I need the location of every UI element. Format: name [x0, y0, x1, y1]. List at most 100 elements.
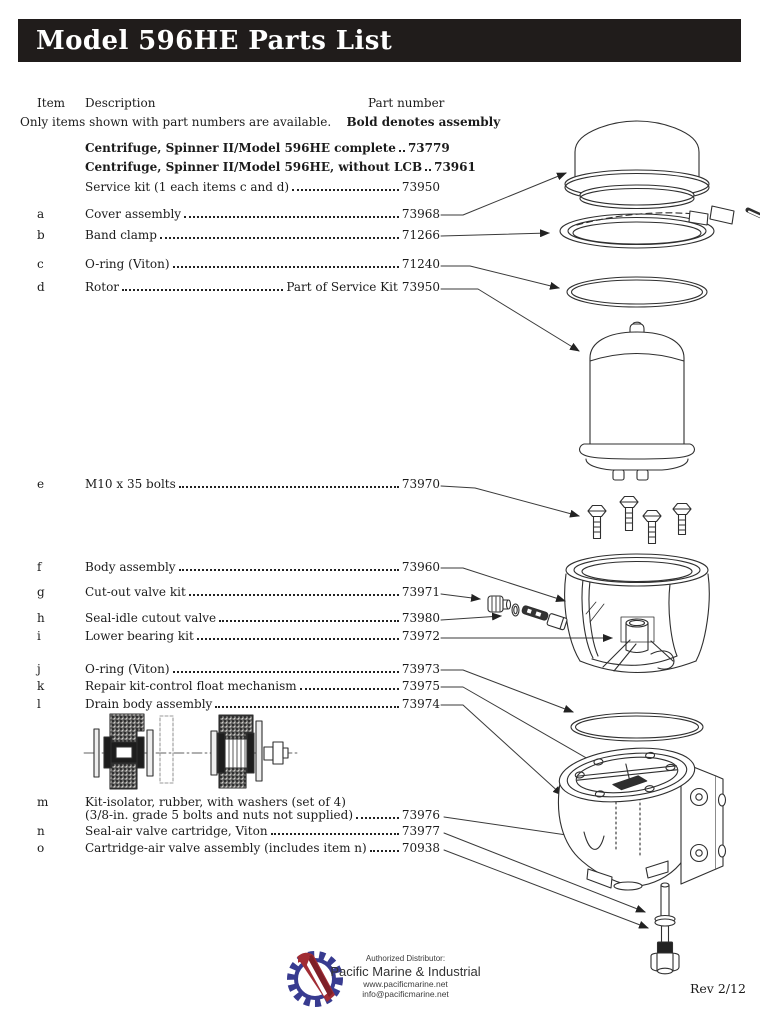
item-letter: c: [37, 257, 44, 271]
item-letter: a: [37, 207, 45, 221]
part-number-prefix: Part of Service Kit: [286, 280, 398, 294]
parts-row: o Cartridge-air valve assembly (includes…: [37, 841, 440, 855]
item-letter: l: [37, 697, 41, 711]
parts-row: c O-ring (Viton) 71240: [37, 257, 440, 271]
parts-row: l Drain body assembly 73974: [37, 697, 440, 711]
part-description: Seal-air valve cartridge, Viton: [85, 824, 268, 838]
column-header-description: Description: [85, 96, 156, 110]
dot-leader: [196, 638, 399, 640]
pacific-marine-logo: [287, 951, 343, 1007]
parts-row: n Seal-air valve cartridge, Viton 73977: [37, 824, 440, 838]
dot-leader: [425, 169, 432, 171]
part-description: Service kit (1 each items c and d): [85, 180, 290, 194]
part-number: 73970: [401, 477, 440, 491]
part-number: 73779: [407, 141, 450, 155]
item-letter: g: [37, 585, 45, 599]
item-letter: n: [37, 824, 45, 838]
parts-row: Centrifuge, Spinner II/Model 596HE, with…: [37, 160, 476, 174]
column-header-part-number: Part number: [368, 96, 445, 110]
part-description: O-ring (Viton): [85, 257, 170, 271]
dot-leader: [369, 850, 399, 852]
dot-leader: [215, 706, 399, 708]
item-letter: f: [37, 560, 42, 574]
isolator-kit-drawing: [83, 713, 299, 790]
item-letter: b: [37, 228, 45, 242]
note-regular: Only items shown with part numbers are a…: [20, 115, 332, 129]
dot-leader: [188, 594, 399, 596]
distributor-email: info@pacificmarine.net: [362, 989, 449, 999]
parts-row: f Body assembly 73960: [37, 560, 440, 574]
part-number: 73975: [401, 679, 440, 693]
item-letter: k: [37, 679, 45, 693]
part-number: 73972: [401, 629, 440, 643]
parts-row: Service kit (1 each items c and d) 73950: [37, 180, 440, 194]
part-number: 73976: [401, 808, 440, 822]
o-ring-drawing: [566, 276, 708, 308]
part-description: Cut-out valve kit: [85, 585, 186, 599]
parts-row: i Lower bearing kit 73972: [37, 629, 440, 643]
part-description: Repair kit-control float mechanism: [85, 679, 297, 693]
part-description: Kit-isolator, rubber, with washers (set …: [85, 795, 346, 809]
dot-leader: [172, 266, 399, 268]
part-description: Centrifuge, Spinner II/Model 596HE compl…: [85, 141, 396, 155]
dot-leader: [178, 486, 399, 488]
availability-note: Only items shown with part numbers are a…: [20, 115, 500, 129]
part-description: O-ring (Viton): [85, 662, 170, 676]
part-description: Seal-idle cutout valve: [85, 611, 217, 625]
part-number: 73971: [401, 585, 440, 599]
body-assembly-drawing: [564, 553, 710, 674]
parts-row: k Repair kit-control float mechanism 739…: [37, 679, 440, 693]
part-number: 73977: [401, 824, 440, 838]
part-description: Centrifuge, Spinner II/Model 596HE, with…: [85, 160, 423, 174]
item-letter: h: [37, 611, 45, 625]
part-number: 73961: [434, 160, 476, 174]
cover-assembly-drawing: [564, 120, 710, 210]
part-description: (3/8-in. grade 5 bolts and nuts not supp…: [85, 808, 354, 822]
cut-out-valve-drawing: [487, 595, 568, 631]
title-bar: Model 596HE Parts List: [18, 19, 741, 62]
dot-leader: [219, 620, 399, 622]
parts-row: b Band clamp 71266: [37, 228, 440, 242]
item-letter: i: [37, 629, 41, 643]
item-letter: m: [37, 795, 49, 809]
dot-leader: [356, 817, 399, 819]
rotor-drawing: [579, 321, 695, 481]
dot-leader: [159, 237, 399, 239]
item-letter: o: [37, 841, 45, 855]
o-ring-lower-drawing: [570, 712, 704, 742]
dot-leader: [270, 833, 399, 835]
distributor-website: www.pacificmarine.net: [363, 979, 448, 989]
parts-row: a Cover assembly 73968: [37, 207, 440, 221]
revision-label: Rev 2/12: [690, 981, 746, 996]
part-description: M10 x 35 bolts: [85, 477, 176, 491]
distributor-name: Pacific Marine & Industrial: [330, 964, 481, 979]
item-letter: j: [37, 662, 41, 676]
distributor-block: Authorized Distributor: Pacific Marine &…: [313, 954, 498, 999]
bolts-drawing: [587, 495, 692, 545]
parts-row: e M10 x 35 bolts 73970: [37, 477, 440, 491]
part-number: 73950: [401, 180, 440, 194]
part-number: 70938: [401, 841, 440, 855]
part-description: Cover assembly: [85, 207, 182, 221]
part-number: 73974: [401, 697, 440, 711]
dot-leader: [172, 671, 399, 673]
part-description: Band clamp: [85, 228, 157, 242]
item-letter: d: [37, 280, 45, 294]
part-description: Rotor: [85, 280, 120, 294]
parts-row: d Rotor Part of Service Kit 73950: [37, 280, 440, 294]
dot-leader: [184, 216, 399, 218]
parts-row: j O-ring (Viton) 73973: [37, 662, 440, 676]
part-number: 73960: [401, 560, 440, 574]
part-description: Body assembly: [85, 560, 176, 574]
part-number: 73980: [401, 611, 440, 625]
part-number: 73950: [401, 280, 440, 294]
parts-row: Centrifuge, Spinner II/Model 596HE compl…: [37, 141, 450, 155]
part-description: Lower bearing kit: [85, 629, 194, 643]
column-header-item: Item: [37, 96, 66, 110]
parts-row: (3/8-in. grade 5 bolts and nuts not supp…: [37, 808, 440, 822]
dot-leader: [398, 150, 405, 152]
dot-leader: [178, 569, 399, 571]
part-description: Drain body assembly: [85, 697, 213, 711]
band-clamp-drawing: [559, 205, 760, 249]
